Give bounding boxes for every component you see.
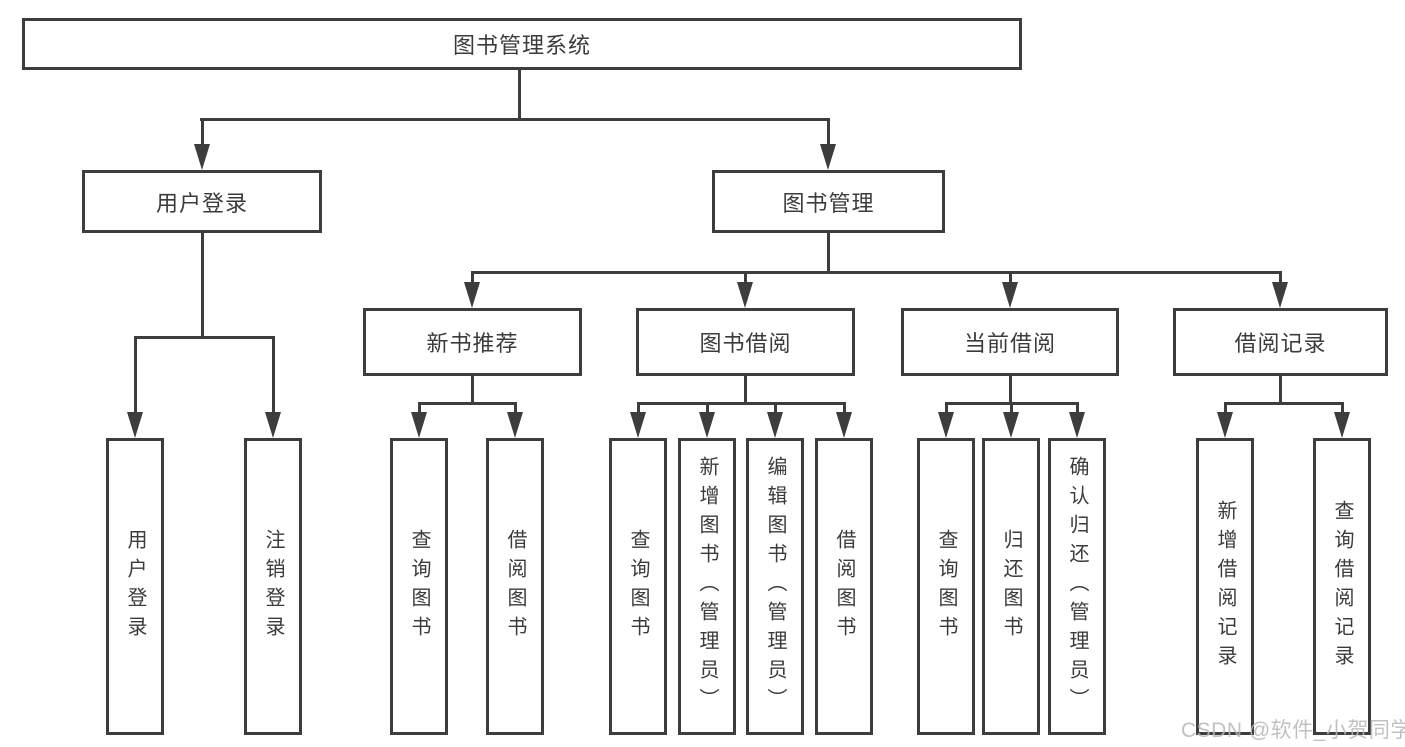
connector-line [743,376,747,405]
node-label: 用户登录 [155,190,248,216]
connector-line [133,339,137,414]
node-label: 图书借阅 [699,331,792,356]
node-nb-search-books: 查询图书 [390,438,448,735]
node-label: 查询图书 [627,528,649,645]
connector-line [1223,402,1344,405]
arrow-down-icon [1216,412,1233,438]
connector-line [518,70,521,118]
connector-line [773,405,777,414]
connector-line [470,274,474,284]
connector-line [944,402,1079,405]
connector-line [513,405,517,414]
node-current-borrow: 当前借阅 [901,308,1119,376]
node-label: 查询图书 [935,528,957,645]
node-label: 查询图书 [408,528,430,645]
arrow-down-icon [1002,412,1019,438]
connector-line [470,376,474,405]
node-label: 当前借阅 [963,331,1056,356]
node-user-login: 用户登录 [82,170,322,233]
arrow-down-icon [1333,412,1350,438]
connector-line [1278,274,1282,284]
node-bb-add-books-admin: 新增图书（管理员） [678,438,736,735]
node-bb-borrow-books: 借阅图书 [815,438,873,735]
node-user-login-leaf: 用户登录 [106,438,164,735]
connector-line [636,405,640,414]
arrow-down-icon [736,282,753,308]
connector-line [826,233,830,274]
arrow-down-icon [819,144,836,170]
node-label: 确认归还（管理员） [1066,456,1088,717]
connector-line [200,118,830,121]
node-library-management-system: 图书管理系统 [22,18,1022,70]
node-book-management: 图书管理 [712,170,945,233]
arrow-down-icon [698,412,715,438]
arrow-down-icon [1271,282,1288,308]
node-label: 图书管理 [782,190,875,216]
node-cb-confirm-return-admin: 确认归还（管理员） [1048,438,1106,735]
arrow-down-icon [410,412,427,438]
node-bb-search-books: 查询图书 [609,438,667,735]
node-label: 新增借阅记录 [1214,499,1236,674]
arrow-down-icon [835,412,852,438]
node-label: 借阅记录 [1234,331,1327,356]
connector-line [133,336,275,339]
node-book-borrow: 图书借阅 [636,308,855,376]
connector-line [1008,274,1012,284]
connector-line [842,405,846,414]
node-label: 图书管理系统 [452,33,591,58]
connector-line [826,118,830,146]
node-label: 新增图书（管理员） [696,456,718,717]
connector-line [743,274,747,284]
connector-line [1009,405,1013,414]
node-label: 查询借阅记录 [1331,499,1353,674]
arrow-down-icon [126,412,143,438]
node-label: 注销登录 [262,528,284,645]
arrow-down-icon [629,412,646,438]
arrow-down-icon [193,144,210,170]
node-logout: 注销登录 [244,438,302,735]
node-label: 借阅图书 [833,528,855,645]
connector-line [1278,376,1282,405]
node-label: 借阅图书 [504,528,526,645]
node-br-add-record: 新增借阅记录 [1196,438,1254,735]
node-label: 编辑图书（管理员） [764,456,786,717]
connector-line [1223,405,1227,414]
node-borrow-records: 借阅记录 [1173,308,1388,376]
node-cb-search-books: 查询图书 [917,438,975,735]
arrow-down-icon [463,282,480,308]
arrow-down-icon [264,412,281,438]
connector-line [200,118,204,146]
connector-line [271,339,275,414]
node-label: 用户登录 [124,528,146,645]
connector-line [636,402,846,405]
connector-line [417,402,517,405]
node-br-search-record: 查询借阅记录 [1313,438,1371,735]
node-bb-edit-books-admin: 编辑图书（管理员） [746,438,804,735]
connector-line [1008,376,1012,405]
node-new-book-recommend: 新书推荐 [363,308,582,376]
connector-line [705,405,709,414]
arrow-down-icon [1001,282,1018,308]
watermark: CSDN @软件_小贺同学 [1181,719,1405,742]
arrow-down-icon [1068,412,1085,438]
node-nb-borrow-books: 借阅图书 [486,438,544,735]
node-label: 新书推荐 [426,331,519,356]
arrow-down-icon [506,412,523,438]
connector-line [200,233,204,339]
connector-line [417,405,421,414]
connector-line [1075,405,1079,414]
connector-line [944,405,948,414]
arrow-down-icon [937,412,954,438]
node-label: 归还图书 [1000,528,1022,645]
connector-line [470,271,1282,274]
node-cb-return-books: 归还图书 [982,438,1040,735]
arrow-down-icon [766,412,783,438]
connector-line [1340,405,1344,414]
